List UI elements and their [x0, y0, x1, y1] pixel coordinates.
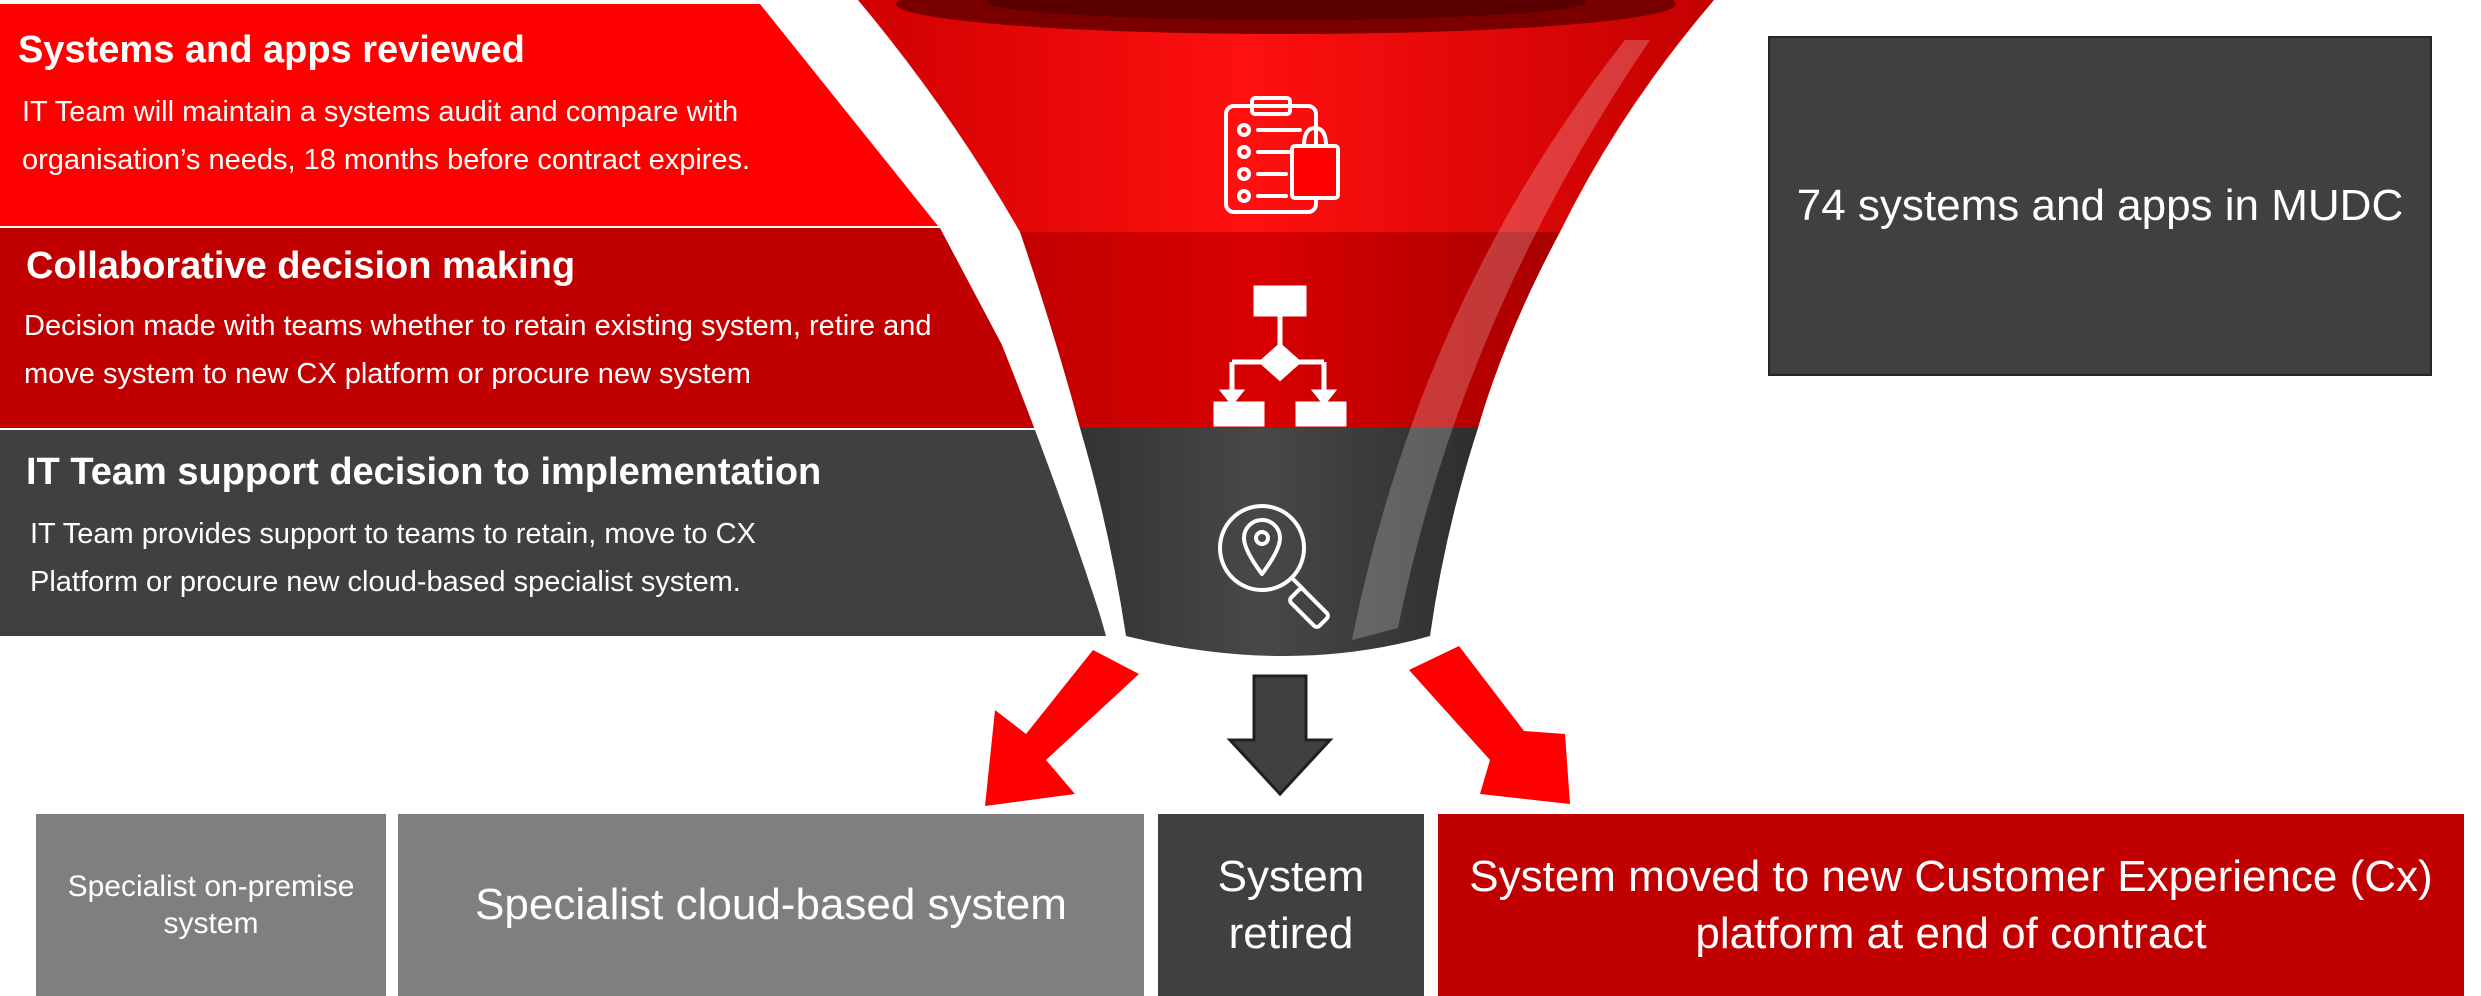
- arrow-down-left-icon: [985, 650, 1139, 806]
- checklist-shopping-bag-icon: [1224, 96, 1340, 214]
- stage-3-band: [0, 430, 1106, 636]
- outcome-cloud-based-label: Specialist cloud-based system: [475, 880, 1067, 929]
- decision-flowchart-icon: [1213, 285, 1347, 427]
- stage-2-title: Collaborative decision making: [26, 245, 576, 287]
- stage-1-band: [0, 4, 938, 226]
- summary-text: 74 systems and apps in MUDC: [1796, 181, 2404, 230]
- arrow-down-icon: [1226, 674, 1334, 797]
- funnel-middle-section: [1020, 232, 1560, 428]
- stage-1-text: Systems and apps reviewed IT Team will m…: [18, 28, 778, 184]
- stage-3-text: IT Team support decision to implementati…: [26, 450, 1026, 606]
- stage-2-description: Decision made with teams whether to reta…: [24, 309, 932, 390]
- outcome-cloud-based: Specialist cloud-based system: [398, 814, 1144, 996]
- location-search-icon: [1218, 504, 1330, 629]
- outcome-cx-platform-label: System moved to new Customer Experience …: [1469, 851, 2433, 958]
- summary-box: 74 systems and apps in MUDC: [1768, 36, 2432, 376]
- arrow-down-right-icon: [1409, 646, 1570, 804]
- stage-3-description: IT Team provides support to teams to ret…: [30, 517, 756, 598]
- stage-3-title: IT Team support decision to implementati…: [26, 451, 822, 493]
- stage-2-band: [0, 228, 1046, 428]
- outcome-cx-platform: System moved to new Customer Experience …: [1438, 814, 2464, 996]
- stage-1-description: IT Team will maintain a systems audit an…: [22, 95, 751, 176]
- stage-2-text: Collaborative decision making Decision m…: [24, 244, 976, 398]
- outcome-retired: System retired: [1158, 814, 1424, 996]
- outcome-retired-label: System retired: [1217, 851, 1365, 958]
- stage-1-title: Systems and apps reviewed: [18, 29, 525, 71]
- outcome-on-premise: Specialist on-premise system: [36, 814, 386, 996]
- outcome-on-premise-label: Specialist on-premise system: [67, 869, 355, 941]
